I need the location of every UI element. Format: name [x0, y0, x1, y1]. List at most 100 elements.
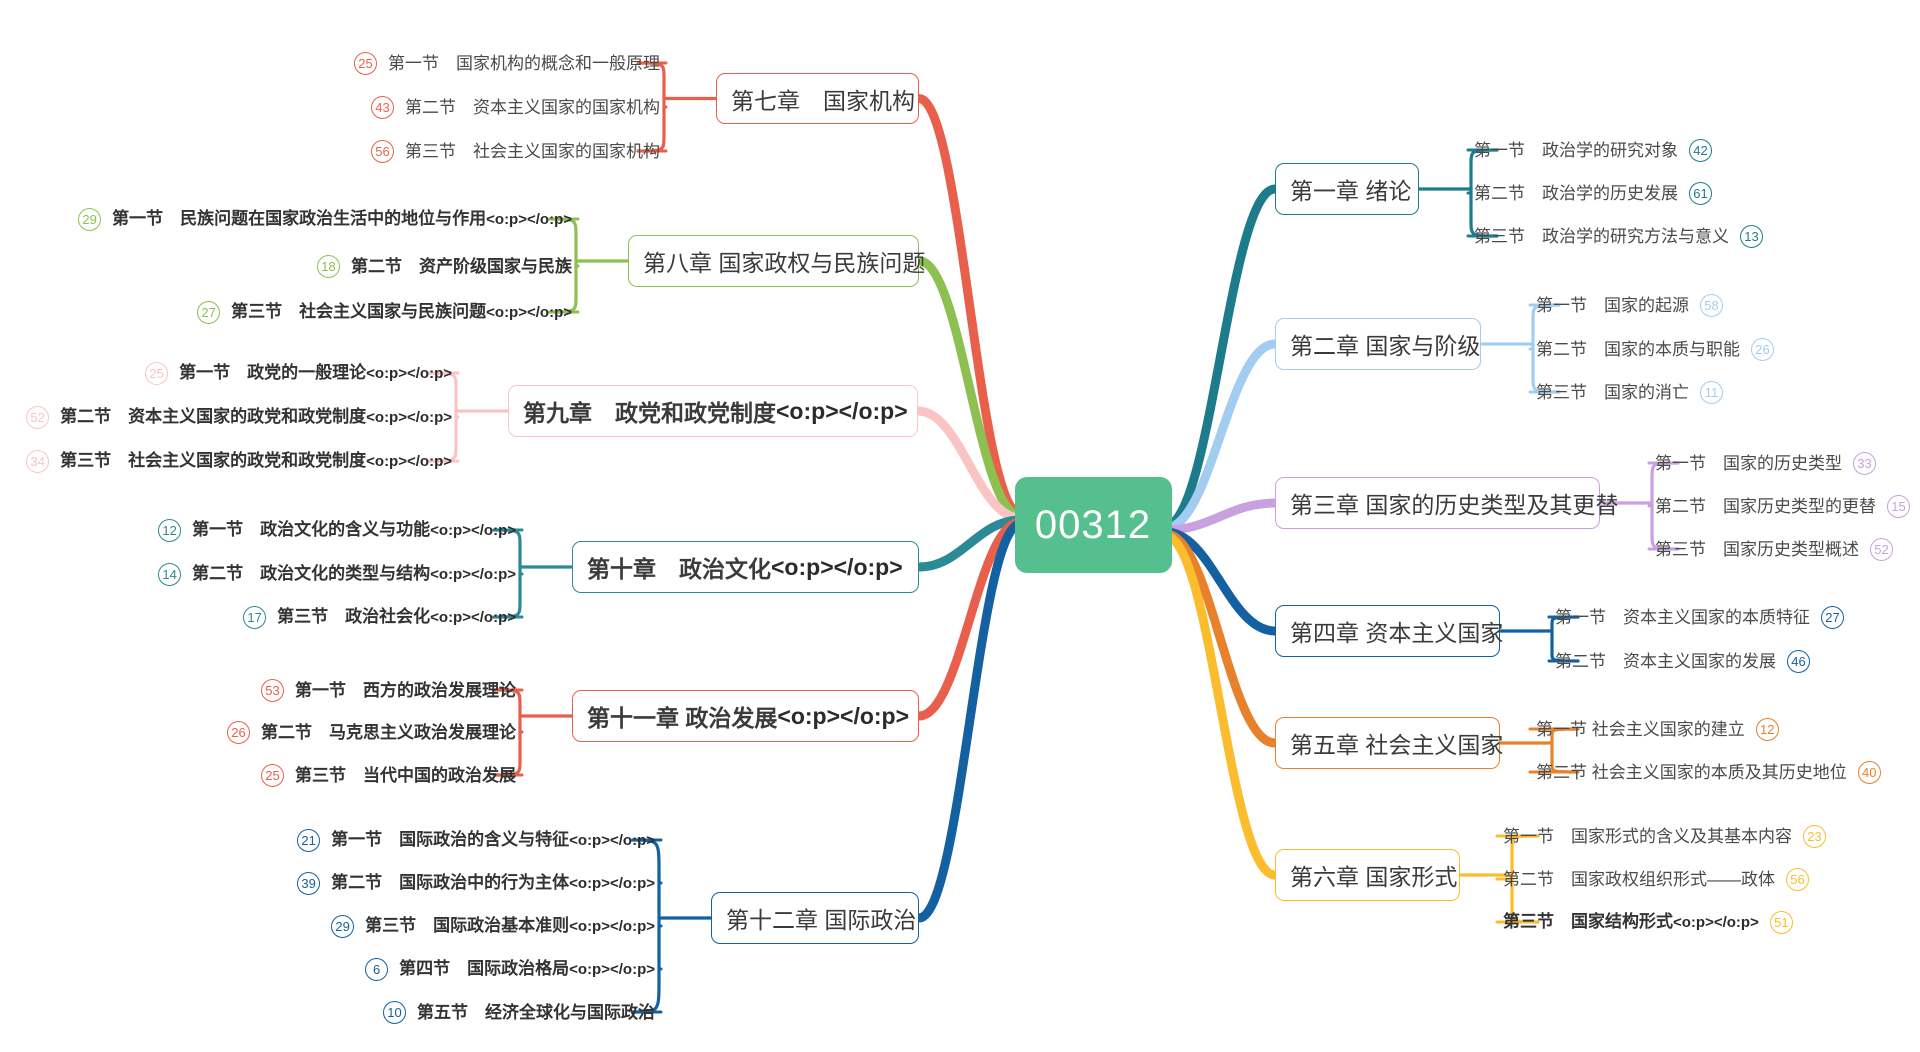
section-label: 第一节 政治学的研究对象 [1474, 140, 1678, 160]
chapter-node-ch4[interactable]: 第四章 资本主义国家 [1275, 605, 1503, 657]
section-item[interactable]: 第一节 国家的起源 58 [1536, 293, 1723, 317]
page-count-badge: 43 [371, 95, 394, 119]
section-label: 第三节 社会主义国家的国家机构 [405, 141, 660, 161]
chapter-node-label: 第三章 国家的历史类型及其更替 [1290, 492, 1619, 518]
chapter-node-ch6[interactable]: 第六章 国家形式 [1275, 849, 1460, 901]
section-item[interactable]: 第三节 国家结构形式<o:p></o:p>51 [1503, 910, 1793, 934]
section-label: 第一节 民族问题在国家政治生活中的地位与作用 [112, 209, 487, 228]
page-count-badge: 52 [1870, 537, 1893, 561]
chapter-node-ch10[interactable]: 第十章 政治文化<o:p></o:p> [572, 541, 919, 593]
chapter-node-ch1[interactable]: 第一章 绪论 [1275, 163, 1419, 215]
section-label: 第二节 资产阶级国家与民族 [351, 256, 572, 276]
chapter-node-ch12[interactable]: 第十二章 国际政治 [711, 892, 919, 944]
chapter-node-label: 第十二章 国际政治 [726, 907, 917, 933]
section-item[interactable]: 第一节 资本主义国家的本质特征 27 [1555, 605, 1844, 629]
chapter-node-ch11[interactable]: 第十一章 政治发展<o:p></o:p> [572, 690, 919, 742]
section-item[interactable]: 18 第二节 资产阶级国家与民族 [317, 254, 572, 278]
page-count-badge: 29 [331, 914, 355, 938]
chapter-node-ch7[interactable]: 第七章 国家机构 [716, 73, 919, 124]
page-count-badge: 14 [158, 562, 182, 586]
page-count-badge: 46 [1787, 649, 1810, 673]
section-literal: <o:p></o:p> [486, 304, 572, 321]
page-count-badge: 58 [1700, 293, 1723, 317]
chapter-node-ch9[interactable]: 第九章 政党和政党制度<o:p></o:p> [508, 385, 918, 437]
page-count-badge: 29 [78, 207, 102, 231]
page-count-badge: 33 [1853, 451, 1876, 475]
section-item[interactable]: 第一节 政治学的研究对象 42 [1474, 138, 1712, 162]
center-node[interactable]: 00312 [1014, 477, 1172, 573]
page-count-badge: 34 [26, 449, 50, 473]
section-literal: <o:p></o:p> [366, 365, 452, 382]
page-count-badge: 12 [158, 518, 182, 542]
section-label: 第三节 国家历史类型概述 [1655, 539, 1859, 559]
section-literal: <o:p></o:p> [366, 409, 452, 426]
page-count-badge: 61 [1689, 181, 1712, 205]
section-label: 第二节 资本主义国家的发展 [1555, 651, 1776, 671]
section-label: 第三节 当代中国的政治发展 [295, 765, 516, 785]
section-item[interactable]: 第三节 国家历史类型概述 52 [1655, 537, 1893, 561]
section-label: 第二节 政治文化的类型与结构 [192, 564, 431, 583]
section-label: 第二节 国家的本质与职能 [1536, 339, 1740, 359]
section-label: 第一节 社会主义国家的建立 [1536, 719, 1745, 739]
section-label: 第三节 社会主义国家的政党和政党制度 [60, 451, 367, 470]
section-label: 第三节 国家结构形式 [1503, 912, 1673, 931]
section-item[interactable]: 第二节 资本主义国家的发展 46 [1555, 649, 1810, 673]
section-label: 第一节 资本主义国家的本质特征 [1555, 607, 1810, 627]
section-item[interactable]: 10 第五节 经济全球化与国际政治 [383, 1000, 655, 1024]
chapter-node-label: 第六章 国家形式 [1290, 864, 1458, 890]
section-literal: <o:p></o:p> [569, 918, 655, 935]
section-label: 第五节 经济全球化与国际政治 [417, 1002, 655, 1022]
chapter-node-literal: <o:p></o:p> [777, 702, 910, 729]
section-literal: <o:p></o:p> [569, 832, 655, 849]
page-count-badge: 27 [197, 300, 221, 324]
page-count-badge: 21 [297, 828, 321, 852]
section-label: 第一节 国家的起源 [1536, 295, 1689, 315]
page-count-badge: 18 [317, 254, 340, 278]
page-count-badge: 51 [1769, 910, 1793, 934]
section-literal: <o:p></o:p> [569, 961, 655, 978]
chapter-node-ch8[interactable]: 第八章 国家政权与民族问题 [628, 235, 925, 287]
section-label: 第二节 国际政治中的行为主体 [331, 873, 570, 892]
chapter-node-ch2[interactable]: 第二章 国家与阶级 [1275, 318, 1481, 370]
section-label: 第二节 资本主义国家的政党和政党制度 [60, 407, 367, 426]
section-label: 第二节 马克思主义政治发展理论 [261, 722, 516, 742]
page-count-badge: 6 [365, 957, 389, 981]
chapter-node-ch5[interactable]: 第五章 社会主义国家 [1275, 717, 1504, 769]
page-count-badge: 27 [1821, 605, 1844, 629]
chapter-node-ch3[interactable]: 第三章 国家的历史类型及其更替 [1275, 477, 1618, 529]
page-count-badge: 42 [1689, 138, 1712, 162]
section-label: 第一节 政治文化的含义与功能 [192, 520, 431, 539]
chapter-node-label: 第五章 社会主义国家 [1290, 732, 1504, 758]
chapter-node-label: 第一章 绪论 [1290, 178, 1412, 204]
page-count-badge: 10 [383, 1000, 406, 1024]
